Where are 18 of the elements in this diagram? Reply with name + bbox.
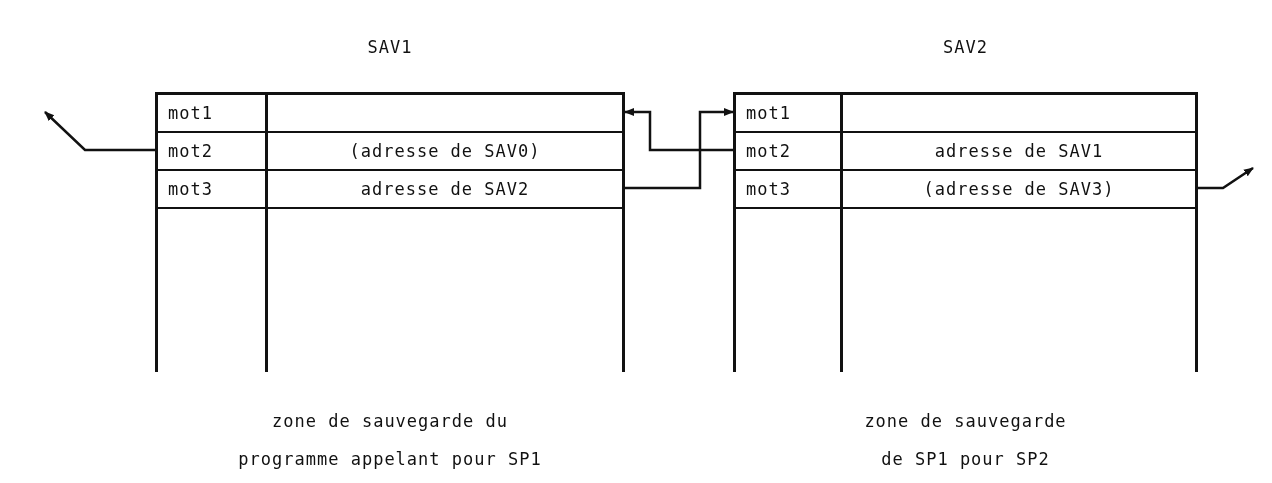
arrow bbox=[44, 111, 155, 152]
arrow bbox=[1198, 166, 1254, 190]
word-label: mot2 bbox=[745, 140, 791, 163]
arrow bbox=[625, 108, 734, 190]
table-title: SAV1 bbox=[367, 37, 413, 57]
word-label: mot1 bbox=[745, 102, 791, 125]
address-text: adresse de SAV1 bbox=[933, 140, 1105, 163]
table-title: SAV2 bbox=[943, 37, 988, 57]
word-label: mot2 bbox=[167, 140, 213, 163]
word-label: mot1 bbox=[167, 102, 213, 125]
word-label: mot3 bbox=[745, 178, 791, 201]
table-label: zone de sauvegarde de SP1 pour SP2 bbox=[863, 410, 1068, 471]
address-text: adresse de SAV2 bbox=[359, 178, 531, 201]
word-label: mot3 bbox=[167, 178, 213, 201]
address-text: (adresse de SAV0) bbox=[348, 140, 542, 163]
address-text: (adresse de SAV3) bbox=[922, 178, 1116, 201]
arrow bbox=[624, 108, 733, 152]
table-label: zone de sauvegarde du programme appelant pour SP1 bbox=[237, 410, 543, 471]
